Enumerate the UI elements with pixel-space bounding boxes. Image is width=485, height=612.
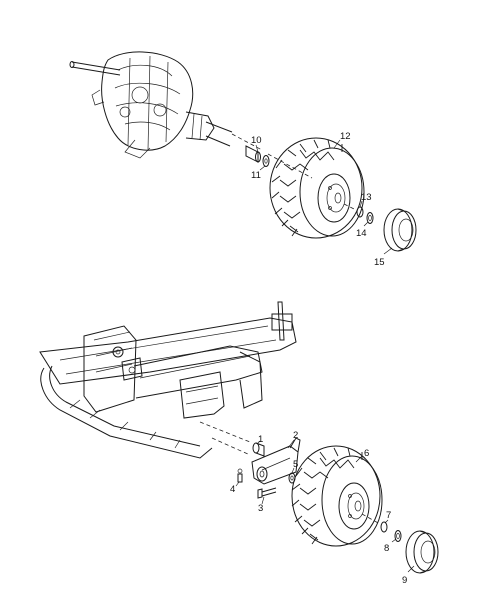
hub-cap-part-9 — [405, 530, 439, 574]
callout-9: 9 — [402, 565, 415, 586]
callout-2: 2 — [287, 430, 298, 449]
callout-8: 8 — [384, 538, 397, 554]
callout-10: 10 — [251, 135, 262, 153]
callout-label-9: 9 — [402, 575, 407, 586]
callout-6: 6 — [355, 448, 369, 463]
front-frame-assembly — [39, 301, 297, 459]
retaining-clip-part-14 — [366, 212, 374, 224]
callout-7: 7 — [384, 510, 391, 524]
grease-fitting-part-4 — [237, 468, 243, 483]
transaxle-assembly — [69, 51, 313, 179]
spindle-arm-part-2 — [251, 437, 301, 485]
callout-12: 12 — [333, 131, 351, 149]
callout-14: 14 — [356, 221, 369, 239]
callout-15: 15 — [374, 247, 393, 268]
hub-cap-part-15 — [383, 208, 417, 252]
callout-label-12: 12 — [340, 131, 351, 142]
retaining-clip-part-8 — [394, 530, 402, 542]
callout-11: 11 — [251, 165, 266, 181]
rear-wheel-tire-part-12 — [269, 137, 365, 239]
callout-5: 5 — [291, 459, 298, 474]
washer-part-11 — [262, 155, 270, 167]
callout-label-7: 7 — [386, 510, 391, 521]
callout-13: 13 — [359, 192, 372, 208]
washer-part-7 — [361, 513, 388, 533]
callout-label-15: 15 — [374, 257, 385, 268]
callout-label-5: 5 — [293, 459, 298, 470]
callout-label-6: 6 — [364, 448, 369, 459]
bolt-part-3 — [257, 487, 277, 499]
callout-4: 4 — [230, 481, 240, 495]
callout-label-8: 8 — [384, 543, 389, 554]
callout-label-3: 3 — [258, 503, 263, 514]
callout-label-11: 11 — [251, 170, 261, 181]
callout-label-2: 2 — [293, 430, 298, 441]
spindle-bushing-part-1 — [252, 442, 265, 457]
callout-label-14: 14 — [356, 228, 367, 239]
front-wheel-tire-part-6 — [291, 445, 383, 547]
callout-3: 3 — [258, 496, 265, 514]
callout-1: 1 — [256, 434, 263, 445]
callout-label-10: 10 — [251, 135, 262, 146]
callout-label-13: 13 — [361, 192, 372, 203]
callout-label-1: 1 — [258, 434, 263, 445]
callout-label-4: 4 — [230, 484, 235, 495]
